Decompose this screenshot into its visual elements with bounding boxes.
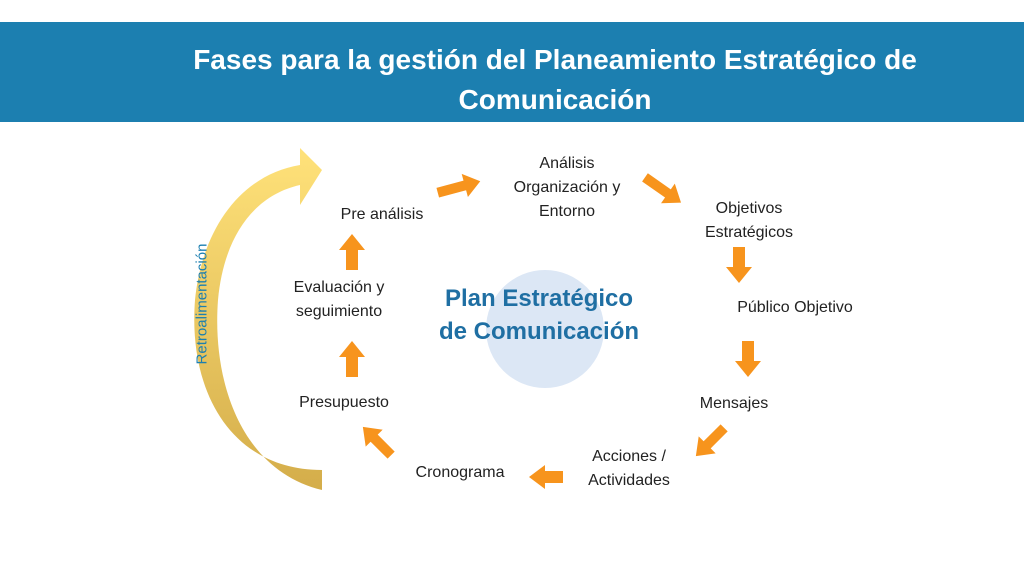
arrow-acciones-to-cronograma — [529, 465, 563, 489]
node-analisis-line3: Entorno — [538, 203, 596, 220]
center-title: Plan Estratégico de Comunicación — [414, 282, 664, 348]
node-cronograma: Cronograma — [405, 461, 515, 485]
arrow-mensajes-to-acciones — [695, 424, 728, 457]
node-presupuesto: Presupuesto — [289, 391, 399, 415]
node-objetivos: Objetivos Estratégicos — [690, 197, 808, 245]
node-analisis: Análisis Organización y Entorno — [497, 152, 637, 224]
arrow-analisis-to-objetivos — [642, 173, 682, 204]
node-analisis-line1: Análisis — [539, 155, 595, 172]
node-presupuesto-line1: Presupuesto — [299, 394, 389, 411]
node-mensajes-line1: Mensajes — [699, 395, 769, 412]
arrow-publico-to-mensajes — [735, 341, 761, 377]
arrow-objetivos-to-publico — [726, 247, 752, 283]
node-mensajes: Mensajes — [690, 392, 778, 416]
title-banner — [0, 22, 1024, 122]
node-pre-analisis-line1: Pre análisis — [340, 206, 424, 223]
page-title: Fases para la gestión del Planeamiento E… — [193, 44, 917, 115]
center-circle — [486, 270, 604, 388]
center-title-line1: Plan Estratégico — [444, 285, 634, 312]
node-pre-analisis: Pre análisis — [332, 203, 432, 227]
node-analisis-line2: Organización y — [513, 179, 621, 196]
node-evaluacion: Evaluación y seguimiento — [285, 276, 393, 324]
node-publico: Público Objetivo — [726, 296, 864, 320]
arrow-presupuesto-to-evaluacion — [339, 341, 365, 377]
node-cronograma-line1: Cronograma — [415, 464, 505, 481]
arrow-cronograma-to-presupuesto — [362, 426, 395, 459]
node-evaluacion-line1: Evaluación y — [293, 279, 385, 296]
node-publico-line1: Público Objetivo — [737, 299, 853, 316]
node-evaluacion-line2: seguimiento — [295, 303, 383, 320]
node-objetivos-line1: Objetivos — [715, 200, 783, 217]
center-title-line2: de Comunicación — [438, 318, 640, 345]
node-acciones-line1: Acciones / — [592, 448, 666, 465]
arrow-pre-to-analisis — [436, 173, 481, 198]
node-acciones: Acciones / Actividades — [574, 445, 684, 493]
arrow-evaluacion-to-pre — [339, 234, 365, 270]
node-acciones-line2: Actividades — [588, 472, 670, 489]
node-objetivos-line2: Estratégicos — [704, 224, 794, 241]
